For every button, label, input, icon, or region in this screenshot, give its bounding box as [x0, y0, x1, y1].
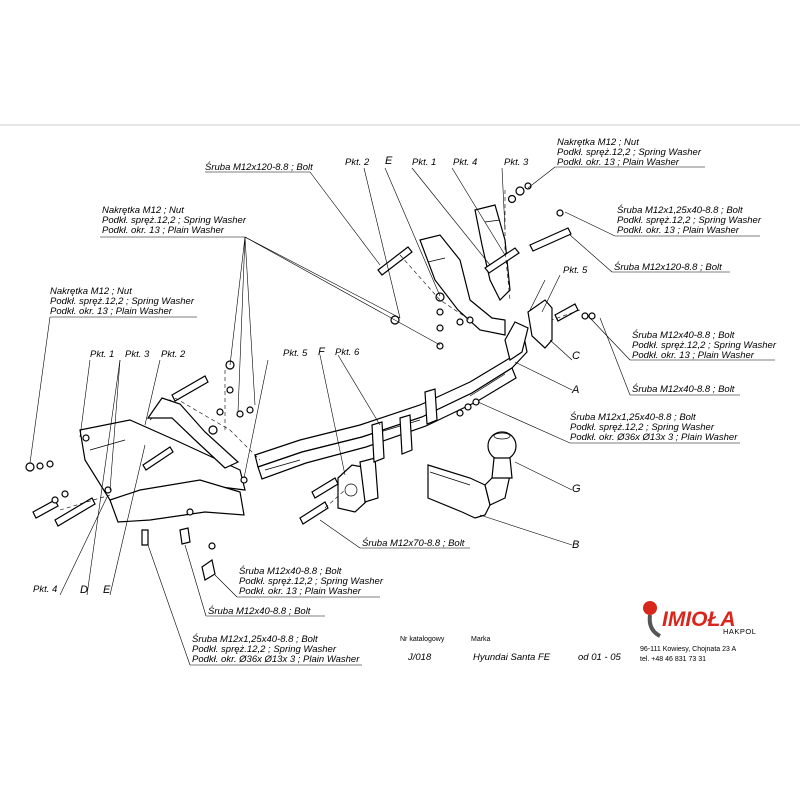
callout-nut-center-3: Podkł. okr. 13 ; Plain Washer — [102, 225, 225, 236]
logo-sub: HAKPOL — [723, 627, 756, 636]
label-pkt5-mid: Pkt. 5 — [283, 348, 308, 359]
label-pkt4-bottom: Pkt. 4 — [33, 584, 57, 595]
label-D: D — [80, 584, 88, 596]
label-E-bottom: E — [103, 584, 111, 596]
label-pkt5-right: Pkt. 5 — [563, 265, 588, 276]
part-labels: Pkt. 2 E Pkt. 1 Pkt. 4 Pkt. 3 Pkt. 5 Pkt… — [33, 155, 588, 596]
callout-texts: Śruba M12x120-8.8 ; Bolt Nakrętka M12 ; … — [50, 137, 777, 665]
towball-logo-icon — [643, 601, 661, 638]
callout-bolt-m12x40-right-2: Podkł. spręż.12,2 ; Spring Washer — [632, 340, 777, 351]
callout-bolt-m12x40-right-1: Śruba M12x40-8.8 ; Bolt — [632, 329, 735, 341]
logo-text: IMIOŁA — [662, 608, 736, 631]
callout-bolt-m12x125x40-mid-2: Podkł. spręż.12,2 ; Spring Washer — [570, 422, 715, 433]
callout-bolt-m12x125x40-bottom-1: Śruba M12x1,25x40-8.8 ; Bolt — [192, 633, 318, 645]
socket-plate-F — [337, 457, 379, 513]
callout-bolt-m12x40-bottom-1: Śruba M12x40-8.8 ; Bolt — [239, 565, 342, 577]
label-pkt2-left: Pkt. 2 — [161, 349, 186, 360]
callout-bolt-m12x125x40-right-1: Śruba M12x1,25x40-8.8 ; Bolt — [617, 204, 743, 216]
catalog-label: Nr katalogowy — [400, 636, 445, 643]
callout-nut-center-2: Podkł. spręż.12,2 ; Spring Washer — [102, 215, 247, 226]
callout-nut-left-2: Podkł. spręż.12,2 ; Spring Washer — [50, 296, 195, 307]
company-address: 96-111 Kowiesy, Chojnata 23 A — [640, 646, 736, 653]
label-C: C — [572, 350, 580, 362]
callout-bolt-m12x125x40-mid-3: Podkł. okr. Ø36x Ø13x 3 ; Plain Washer — [570, 432, 738, 443]
assembly-dash-lines — [59, 190, 581, 511]
callout-nut-top-right-1: Nakrętka M12 ; Nut — [557, 137, 639, 148]
label-pkt6: Pkt. 6 — [335, 347, 360, 358]
callout-nut-top-right-3: Podkł. okr. 13 ; Plain Washer — [557, 157, 680, 168]
callout-bolt-m12x40-bottom-3: Podkł. okr. 13 ; Plain Washer — [239, 586, 362, 597]
callout-bolt-m12x125x40-mid-1: Śruba M12x1,25x40-8.8 ; Bolt — [570, 411, 696, 423]
callout-nut-center-1: Nakrętka M12 ; Nut — [102, 205, 184, 216]
callout-bolt-m12x40-single: Śruba M12x40-8.8 ; Bolt — [632, 383, 735, 395]
company-phone: tel. +48 46 831 73 31 — [640, 656, 706, 663]
brand-label: Marka — [471, 636, 491, 643]
label-F: F — [318, 346, 326, 358]
label-pkt2-top: Pkt. 2 — [345, 157, 370, 168]
label-G: G — [572, 483, 581, 495]
label-A: A — [571, 384, 579, 396]
label-pkt3-top: Pkt. 3 — [504, 157, 529, 168]
callout-bolt-m12x70: Śruba M12x70-8.8 ; Bolt — [362, 537, 465, 549]
years: od 01 - 05 — [578, 652, 621, 663]
bracket-right-E — [419, 204, 511, 336]
ball-G — [487, 431, 517, 479]
callout-bolt-m12x125x40-bottom-3: Podkł. okr. Ø36x Ø13x 3 ; Plain Washer — [192, 654, 360, 665]
callout-bolt-m12x40-bottom-2: Podkł. spręż.12,2 ; Spring Washer — [239, 576, 384, 587]
callout-bolt-m12x120-top: Śruba M12x120-8.8 ; Bolt — [205, 161, 313, 173]
main-crossbar-A — [254, 321, 529, 480]
label-E-top: E — [385, 155, 393, 167]
catalog-number: J/018 — [407, 652, 432, 663]
brand-value: Hyundai Santa FE — [473, 652, 551, 663]
label-pkt3-left: Pkt. 3 — [125, 349, 150, 360]
leader-lines — [29, 166, 775, 666]
callout-nut-left-1: Nakrętka M12 ; Nut — [50, 286, 132, 297]
callout-bolt-m12x125x40-right-3: Podkł. okr. 13 ; Plain Washer — [617, 225, 740, 236]
callout-bolt-m12x40-bottom-single: Śruba M12x40-8.8 ; Bolt — [208, 605, 311, 617]
label-B: B — [572, 539, 579, 551]
label-pkt1-top: Pkt. 1 — [412, 157, 436, 168]
callout-bolt-m12x120-right: Śruba M12x120-8.8 ; Bolt — [614, 261, 722, 273]
company-logo: IMIOŁA HAKPOL 96-111 Kowiesy, Chojnata 2… — [640, 601, 756, 663]
label-pkt4-top: Pkt. 4 — [453, 157, 477, 168]
label-pkt1-left: Pkt. 1 — [90, 349, 114, 360]
bolts-and-washers — [25, 182, 596, 581]
ball-mount-B — [427, 464, 511, 519]
callout-bolt-m12x40-right-3: Podkł. okr. 13 ; Plain Washer — [632, 350, 755, 361]
title-block: Nr katalogowy J/018 Marka Hyundai Santa … — [400, 636, 621, 663]
callout-nut-left-3: Podkł. okr. 13 ; Plain Washer — [50, 306, 173, 317]
callout-bolt-m12x125x40-bottom-2: Podkł. spręż.12,2 ; Spring Washer — [192, 644, 337, 655]
callout-nut-top-right-2: Podkł. spręż.12,2 ; Spring Washer — [557, 147, 702, 158]
bracket-left-D — [79, 397, 248, 523]
bracket-C — [527, 299, 553, 349]
callout-bolt-m12x125x40-right-2: Podkł. spręż.12,2 ; Spring Washer — [617, 215, 762, 226]
hanger-brackets-mid — [371, 388, 438, 463]
